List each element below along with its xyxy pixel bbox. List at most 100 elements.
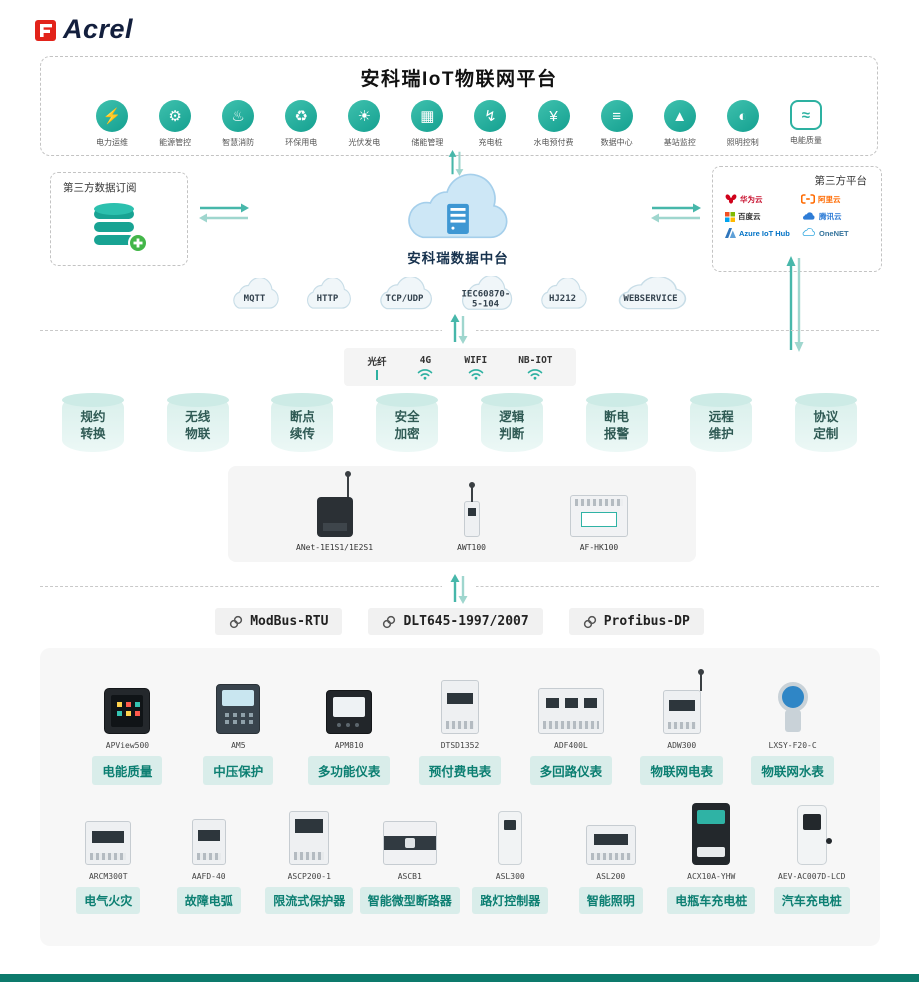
product-ascp200: ASCP200-1 限流式保护器	[259, 803, 360, 914]
storage-icon: ▦	[411, 100, 444, 132]
conn-nbiot: NB-IOT	[518, 355, 553, 380]
cloud-shape-icon	[540, 278, 587, 309]
product-apm810: APM810 多功能仪表	[294, 672, 405, 785]
link-icon	[383, 615, 396, 628]
gateway-devices-box: ANet-1E1S1/1E2S1 AWT100 AF-HK100	[228, 466, 696, 562]
asl300-device-image	[498, 811, 523, 865]
product-ascb1: ASCB1 智能微型断路器	[359, 803, 461, 914]
product-lxsy-f20c: LXSY-F20-C 物联网水表	[737, 672, 848, 785]
am5-device-image	[216, 684, 261, 734]
product-adw300: ADW300 物联网电表	[626, 669, 737, 785]
platform-onenet: OneNET	[801, 228, 873, 238]
products-row-2: ARCM300T 电气火灾 AAFD-40 故障电弧 ASCP200-1 限流式…	[58, 803, 862, 914]
apview500-device-image	[104, 688, 151, 734]
acrel-data-platform: 安科瑞数据中台	[380, 172, 536, 267]
protocol-cloud-tcp-udp: TCP/UDP	[372, 277, 438, 317]
app-data-center: ≡数据中心	[588, 100, 646, 148]
app-energy-storage: ▦储能管理	[398, 100, 456, 148]
product-category-chip: 故障电弧	[176, 887, 241, 914]
link-icon	[230, 615, 243, 628]
product-category-chip: 多功能仪表	[307, 756, 391, 785]
ascb1-device-image	[382, 821, 437, 865]
energy-mgmt-icon: ⚙	[159, 100, 192, 132]
gateway-awt100: AWT100	[457, 482, 486, 552]
product-aev-ac007d: AEV-AC007D-LCD 汽车充电桩	[762, 803, 863, 914]
products-box: APView500 电能质量 AM5 中压保护 APM810 多功能仪表 DTS…	[40, 648, 880, 946]
protocol-chip-profibus: Profibus-DP	[568, 608, 704, 635]
platform-huawei-cloud: 华为云	[725, 193, 797, 205]
capabilities-row: 规约转换 无线物联 断点续传 安全加密 逻辑判断 断电报警 远程维护 协议定制	[62, 393, 857, 452]
product-apview500: APView500 电能质量	[72, 672, 183, 785]
product-aafd40: AAFD-40 故障电弧	[159, 803, 260, 914]
apm810-device-image	[326, 690, 373, 734]
platform-tencent-cloud: 腾讯云	[801, 211, 873, 222]
lighting-icon: ◐	[726, 100, 759, 132]
product-asl300: ASL300 路灯控制器	[460, 803, 561, 914]
divider1-updown-arrow-icon	[442, 312, 476, 346]
dtsd1352-device-image	[441, 680, 479, 734]
brand-name: Acrel	[63, 14, 134, 44]
database-subscribe-icon	[51, 199, 187, 253]
arcm300t-device-image	[85, 821, 132, 865]
right-long-updown-arrow-icon	[784, 256, 806, 352]
conn-wifi: WIFI	[464, 355, 487, 380]
product-category-chip: 预付费电表	[418, 756, 502, 785]
anet-gateway-image	[316, 471, 353, 537]
eco-power-icon: ♻	[285, 100, 318, 132]
app-power-ops: ⚡电力运维	[83, 100, 141, 148]
product-adf400l: ADF400L 多回路仪表	[515, 672, 626, 785]
page-title: 安科瑞IoT物联网平台	[360, 69, 558, 90]
divider2-updown-arrow-icon	[442, 572, 476, 606]
fire-safety-icon: ♨	[222, 100, 255, 132]
cloud-shape-icon	[306, 278, 351, 309]
cloud-shape-icon	[232, 278, 279, 309]
conn-fiber: 光纤	[367, 354, 386, 380]
base-station-icon: ▲	[663, 100, 696, 132]
tencent-cloud-logo-icon	[803, 211, 815, 220]
fiber-icon	[375, 370, 378, 380]
cloud-protocols-row: MQTT HTTP TCP/UDP IEC60870-5-104 HJ212 W…	[0, 276, 919, 318]
connectivity-bar: 光纤 4G WIFI NB-IOT	[344, 348, 576, 386]
conn-4g: 4G	[417, 355, 433, 380]
datacenter-icon: ≡	[600, 100, 633, 132]
app-eco-power: ♻环保用电	[272, 100, 330, 148]
ascp200-device-image	[289, 811, 330, 865]
product-category-chip: 物联网水表	[751, 756, 834, 785]
data-platform-label: 安科瑞数据中台	[407, 251, 509, 266]
products-row-1: APView500 电能质量 AM5 中压保护 APM810 多功能仪表 DTS…	[58, 669, 862, 785]
baidu-cloud-logo-icon	[725, 211, 735, 222]
adf400l-device-image	[537, 688, 604, 734]
antenna-icon	[697, 669, 704, 691]
protocol-cloud-mqtt: MQTT	[226, 278, 284, 316]
product-category-chip: 智能微型断路器	[359, 887, 460, 914]
ali-cloud-logo-icon	[801, 194, 815, 204]
third-party-platforms-box: 第三方平台 华为云 阿里云 百度云 腾讯云 Azure IoT Hub	[712, 166, 882, 272]
gateway-afhk100: AF-HK100	[569, 495, 628, 552]
wifi-icon	[418, 368, 433, 380]
product-category-chip: 物联网电表	[640, 756, 723, 785]
app-smart-fire: ♨智慧消防	[209, 100, 267, 148]
antenna-icon	[468, 482, 475, 502]
protocol-cloud-hj212: HJ212	[534, 278, 592, 316]
product-am5: AM5 中压保护	[183, 672, 294, 785]
huawei-cloud-logo-icon	[725, 194, 737, 204]
left-exchange-arrow-icon	[198, 202, 250, 224]
third-party-platforms-title: 第三方平台	[814, 175, 868, 187]
data-platform-cloud-icon	[408, 173, 508, 239]
capability-wireless-iot: 无线物联	[166, 393, 229, 452]
cloud-shape-icon	[618, 277, 686, 310]
product-category-chip: 中压保护	[203, 756, 274, 785]
product-category-chip: 多回路仪表	[529, 756, 613, 785]
charging-icon: ↯	[474, 100, 507, 132]
product-dtsd1352: DTSD1352 预付费电表	[405, 672, 516, 785]
gateway-anet: ANet-1E1S1/1E2S1	[296, 471, 373, 552]
app-lighting-control: ◐照明控制	[714, 100, 772, 148]
aafd40-device-image	[191, 819, 226, 865]
protocol-cloud-http: HTTP	[300, 278, 356, 316]
product-category-chip: 电气火灾	[76, 887, 141, 914]
app-power-quality: ≈电能质量	[777, 100, 835, 148]
prepaid-icon: ¥	[537, 100, 570, 132]
third-party-data-box: 第三方数据订阅	[50, 172, 188, 266]
protocol-cloud-webservice: WEBSERVICE	[608, 277, 694, 317]
